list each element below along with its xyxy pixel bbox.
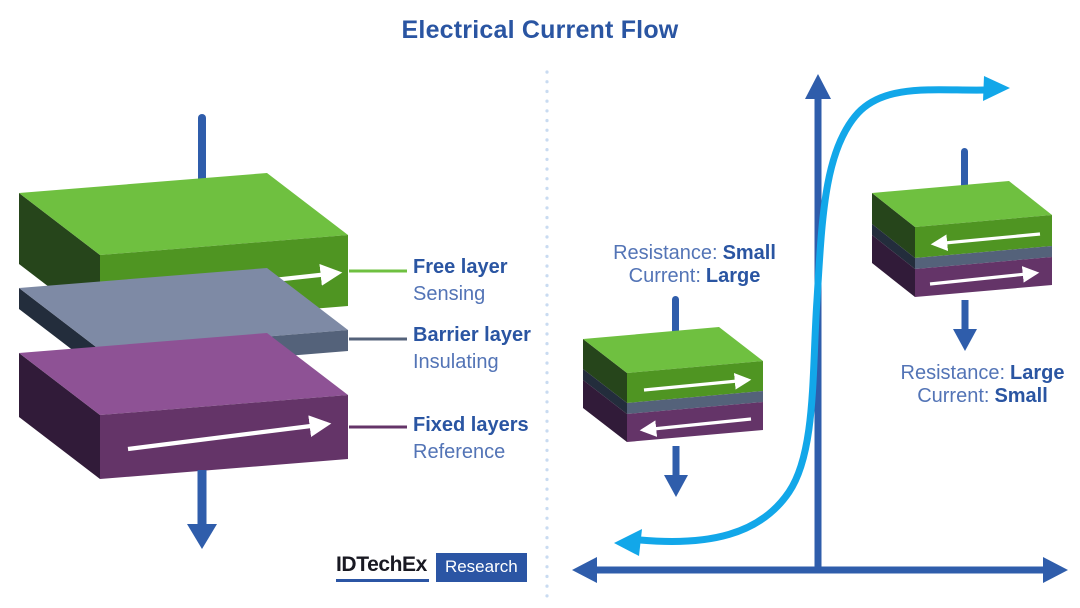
low-stack-fixed-arrow [639, 417, 752, 437]
low-resistance-value: Small [722, 242, 776, 264]
high-stack-purple-side [872, 235, 915, 297]
free-layer-label: Free layer Sensing [413, 254, 508, 308]
curve-left-arrow-head [614, 529, 642, 556]
idtechex-wordmark: IDTechEx [336, 553, 429, 582]
low-resistance-stack [583, 296, 763, 497]
idtechex-logo: IDTechEx Research [336, 553, 527, 582]
fixed-layer-box [19, 333, 348, 479]
barrier-layer-top-face [19, 268, 348, 350]
high-resistance-line: Resistance:Large [880, 362, 1080, 385]
low-stack-free-arrow [643, 372, 752, 392]
low-stack-purple-side [583, 380, 627, 442]
sigmoid-curve-path [636, 86, 990, 545]
high-resistance-value: Large [1010, 362, 1065, 384]
research-badge: Research [435, 553, 527, 582]
barrier-layer-sublabel: Insulating [413, 351, 499, 373]
free-layer-top-face [19, 173, 348, 255]
low-stack-current-arrow-head [664, 475, 688, 497]
high-current-value: Small [994, 385, 1048, 407]
high-stack-green-top [872, 181, 1052, 227]
current-flow-curve [614, 76, 1010, 556]
high-current-line: Current:Small [880, 385, 1080, 408]
low-stack-gray-side [583, 369, 627, 414]
low-stack-green-top [583, 327, 763, 373]
low-stack-green-front [627, 361, 763, 403]
barrier-layer-name: Barrier layer [413, 324, 531, 346]
high-stack-current-arrow-head [953, 329, 977, 351]
x-axis-right-arrow-head [1043, 557, 1068, 583]
diagram-title: Electrical Current Flow [401, 16, 679, 44]
high-stack-free-arrow [930, 232, 1041, 252]
low-current-line: Current:Large [592, 265, 797, 288]
fixed-layer-top-face [19, 333, 348, 415]
low-stack-barrier-front [627, 391, 763, 414]
high-current-key: Current: [917, 385, 990, 407]
high-stack-barrier-front [915, 246, 1052, 269]
low-stack-purple-front [627, 402, 763, 442]
free-layer-sublabel: Sensing [413, 283, 486, 305]
low-resistance-line: Resistance:Small [592, 242, 797, 265]
curve-right-arrow-head [983, 76, 1010, 101]
current-out-arrow-head [187, 524, 217, 549]
low-current-key: Current: [628, 265, 701, 287]
graph-axes [572, 74, 1068, 583]
high-resistance-key: Resistance: [900, 362, 1006, 384]
fixed-layer-side-face [19, 353, 100, 479]
high-resistance-label: Resistance:Large Current:Small [880, 362, 1080, 408]
mtj-stack-exploded [19, 114, 407, 549]
low-stack-green-side [583, 339, 627, 403]
free-layer-name: Free layer [413, 256, 508, 278]
low-resistance-label: Resistance:Small Current:Large [592, 242, 797, 288]
current-out-arrow [187, 470, 217, 549]
high-stack-green-side [872, 193, 915, 258]
y-axis-arrow-head [805, 74, 831, 99]
barrier-layer-label: Barrier layer Insulating [413, 322, 531, 376]
high-stack-fixed-arrow [929, 266, 1040, 286]
fixed-layer-name: Fixed layers [413, 414, 529, 436]
fixed-layer-label: Fixed layers Reference [413, 412, 529, 466]
high-stack-green-front [915, 215, 1052, 258]
magnetization-arrow-fixed [127, 415, 332, 452]
high-resistance-stack [872, 148, 1052, 351]
low-current-value: Large [705, 265, 761, 287]
low-resistance-key: Resistance: [613, 242, 718, 264]
x-axis-left-arrow-head [572, 557, 597, 583]
fixed-layer-sublabel: Reference [413, 441, 506, 463]
high-stack-gray-side [872, 224, 915, 269]
